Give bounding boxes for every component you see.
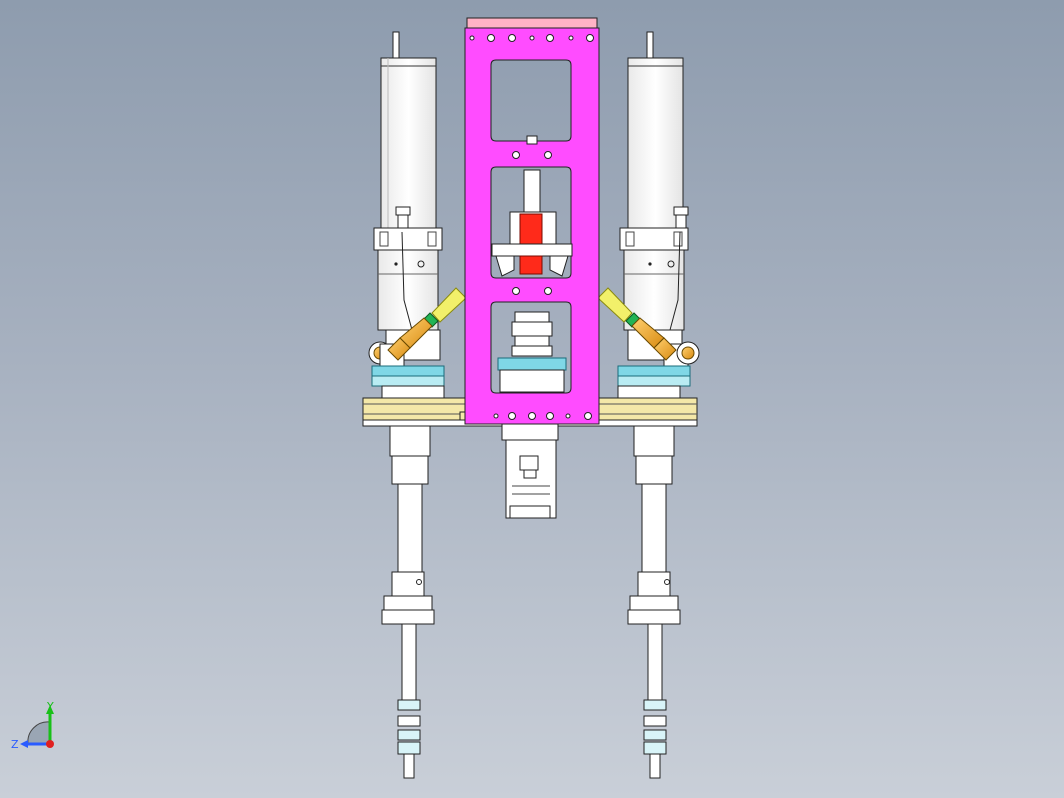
- x-axis-dot: [46, 740, 54, 748]
- right-top-rod: [646, 31, 654, 59]
- red-nut: [519, 213, 543, 245]
- triad-quarter-disc: [27, 721, 51, 745]
- right-actuator-assembly[interactable]: [617, 31, 700, 405]
- center-frame[interactable]: [464, 17, 600, 425]
- right-cylinder-body: [627, 57, 684, 229]
- left-yellow-hose: [431, 287, 467, 323]
- center-motor[interactable]: [501, 423, 559, 519]
- view-triad: Y Z: [11, 700, 54, 751]
- left-lower-spindle[interactable]: [381, 425, 435, 779]
- y-axis-label: Y: [46, 700, 54, 713]
- frame-plate: [464, 27, 600, 425]
- z-axis-label: Z: [11, 738, 19, 751]
- right-flange: [619, 227, 689, 251]
- left-base-plate-top: [371, 365, 445, 377]
- right-green-fitting: [625, 312, 641, 328]
- left-top-rod: [392, 31, 400, 59]
- center-guide-assembly[interactable]: [491, 169, 573, 277]
- left-flange: [373, 227, 443, 251]
- frame-top-cap: [466, 17, 598, 29]
- right-top-fitting: [673, 206, 689, 216]
- frame-bolt-holes: [469, 34, 594, 420]
- right-base-plate-top: [617, 365, 691, 377]
- center-base-plate: [497, 357, 567, 371]
- right-yellow-hose: [597, 287, 633, 323]
- left-cylinder-body: [380, 57, 437, 229]
- left-actuator-assembly[interactable]: [368, 31, 445, 405]
- center-coupling-assembly[interactable]: [497, 311, 567, 393]
- left-pneumatic-fitting[interactable]: [387, 287, 467, 361]
- motor-body: [505, 439, 557, 519]
- left-green-fitting: [423, 312, 439, 328]
- right-lower-spindle[interactable]: [627, 425, 681, 779]
- left-top-fitting: [395, 206, 411, 216]
- right-pneumatic-fitting[interactable]: [597, 287, 677, 361]
